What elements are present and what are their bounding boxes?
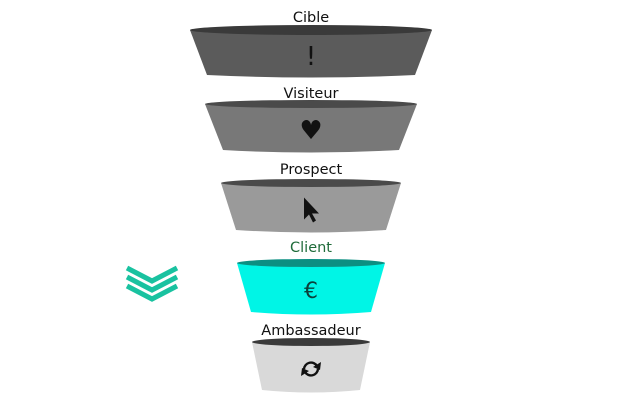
chevron-2	[125, 274, 179, 293]
funnel-stage-visiteur	[205, 100, 417, 153]
cursor-icon	[304, 197, 319, 223]
funnel-stage-prospect	[221, 179, 401, 233]
stage-label-cible: Cible	[292, 10, 330, 26]
funnel-stage-rim	[190, 25, 432, 35]
funnel-stage-body	[252, 342, 370, 393]
stage-label-ambassadeur: Ambassadeur	[261, 323, 361, 339]
euro-icon: €	[304, 278, 318, 304]
funnel-stage-rim	[237, 259, 385, 267]
funnel-stage-body	[190, 30, 432, 78]
funnel-stage-rim	[205, 100, 417, 108]
funnel-stage-cible	[190, 25, 432, 78]
refresh-icon	[301, 361, 321, 377]
triple-chevron-down-icon	[125, 265, 179, 302]
heart-icon: ♥	[299, 116, 323, 146]
funnel-stage-body	[237, 263, 385, 315]
funnel-stage-rim	[221, 179, 401, 187]
stage-label-client: Client	[290, 240, 332, 256]
chevron-3	[125, 283, 179, 302]
exclamation-icon: !	[305, 41, 317, 72]
funnel-stage-client	[237, 259, 385, 315]
stage-label-prospect: Prospect	[279, 162, 343, 178]
funnel-stage-ambassadeur	[252, 338, 370, 393]
funnel-stage-rim	[252, 338, 370, 346]
chevron-1	[125, 265, 179, 284]
stage-label-visiteur: Visiteur	[283, 86, 339, 102]
funnel-stage-body	[205, 104, 417, 153]
